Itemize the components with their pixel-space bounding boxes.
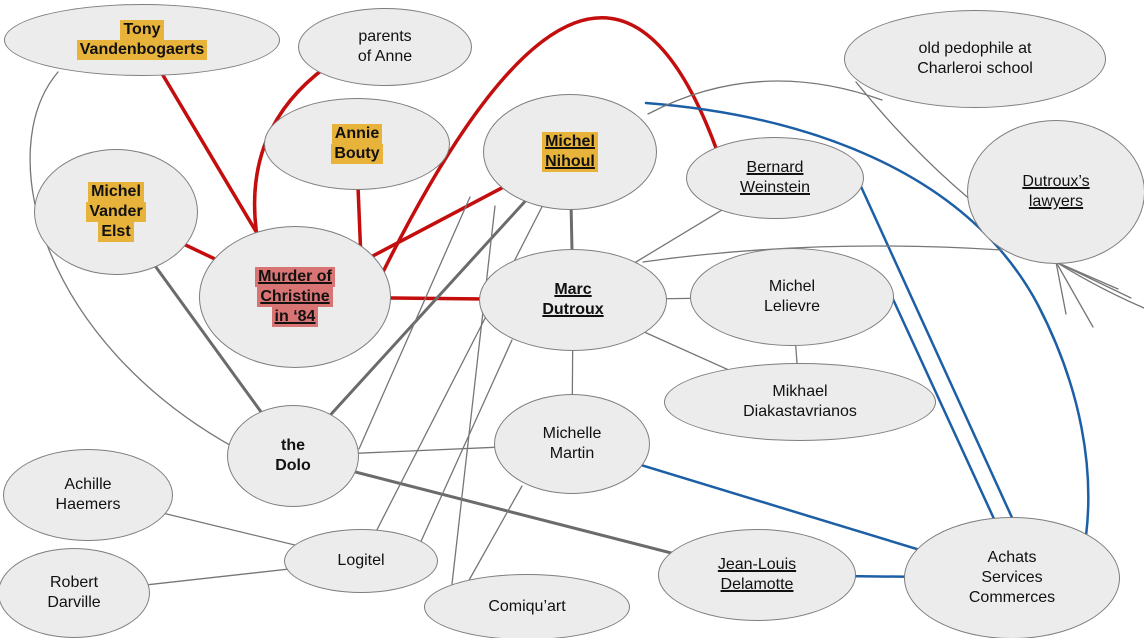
edge-nihoul-dolo <box>291 150 572 458</box>
edge-martin-comiquart <box>467 485 523 583</box>
node-label-line: lawyers <box>1028 193 1084 210</box>
edge-weinstein-achats <box>856 178 1016 524</box>
edge-dutroux-logitel <box>417 339 513 549</box>
node-label-line: Weinstein <box>740 179 810 196</box>
node-label-line: Marc <box>554 281 592 298</box>
node-dutroux-lawyers[interactable]: Dutroux’s lawyers <box>967 120 1144 264</box>
node-label-line: Darville <box>47 594 101 611</box>
node-label: parents of Anne <box>355 27 415 67</box>
node-label-line: Dutroux’s <box>1022 173 1090 190</box>
node-label-line: Services <box>981 569 1043 586</box>
node-label-line: Robert <box>49 574 99 591</box>
node-label: old pedophile at Charleroi school <box>914 39 1036 79</box>
edge-lawyers-stub-3 <box>1055 261 1067 315</box>
node-label-line: Vandenbogaerts <box>76 40 208 60</box>
node-label-line: Haemers <box>55 496 121 513</box>
edge-lelievre-achats <box>890 295 1008 547</box>
node-label-line: Bernard <box>746 159 804 176</box>
node-label: Comiqu’art <box>485 597 568 617</box>
node-label-line: Tony <box>120 20 164 40</box>
edge-dolo-nihoul-thin <box>358 196 471 450</box>
node-label-line: Achats <box>987 549 1037 566</box>
node-label-line: Lelievre <box>763 298 821 315</box>
node-label-line: Christine <box>257 287 333 307</box>
node-label-line: Jean-Louis <box>717 556 797 573</box>
node-label-line: Dolo <box>275 457 311 474</box>
node-label-line: Charleroi school <box>917 60 1033 77</box>
node-label-line: Elst <box>98 222 134 242</box>
node-label-line: Michel <box>88 182 144 202</box>
node-label-line: the <box>280 437 305 454</box>
node-label-line: Delamotte <box>720 576 794 593</box>
node-label-line: Annie <box>331 124 383 144</box>
node-label-line: Comiqu’art <box>488 598 566 615</box>
node-label-line: Murder of <box>255 267 335 287</box>
node-label-line: Commerces <box>968 589 1056 606</box>
node-label-line: Bouty <box>331 144 383 164</box>
node-logitel[interactable]: Logitel <box>284 529 438 593</box>
edge-oldped-nihoul <box>647 80 883 115</box>
node-label-line: Vander <box>86 202 146 222</box>
node-label-line: Nihoul <box>542 152 598 172</box>
node-label-line: of Anne <box>357 48 413 65</box>
node-label-line: Michelle <box>542 425 602 442</box>
node-label: Logitel <box>334 551 387 571</box>
edge-nihoul-achats <box>644 101 1090 538</box>
edge-murder-weinstein-arc <box>380 16 718 276</box>
edge-lawyers-stub-4 <box>1055 261 1132 299</box>
edge-lawyers-dutroux <box>642 245 1003 263</box>
node-comiquart[interactable]: Comiqu’art <box>424 574 630 638</box>
node-label-line: Logitel <box>337 552 385 569</box>
node-label-line: Martin <box>549 445 595 462</box>
node-parents-of-anne[interactable]: parents of Anne <box>298 8 472 86</box>
node-label-line: parents <box>358 28 412 45</box>
edge-nihoul-comiquart <box>451 205 496 585</box>
node-label-line: Michel <box>542 132 598 152</box>
node-label-line: old pedophile at <box>918 40 1032 57</box>
node-old-pedophile[interactable]: old pedophile at Charleroi school <box>844 10 1106 108</box>
node-label-line: Mikhael <box>772 383 828 400</box>
node-label-line: Achille <box>64 476 112 493</box>
node-label-line: Dutroux <box>542 301 604 318</box>
node-label: Dutroux’s lawyers <box>1019 172 1092 212</box>
edge-nihoul-logitel <box>360 151 571 562</box>
node-label-line: Michel <box>768 278 816 295</box>
node-label-line: Diakastavrianos <box>743 403 857 420</box>
edge-lawyers-stub-2 <box>1055 261 1094 328</box>
node-label-line: in ‘84 <box>271 307 319 327</box>
